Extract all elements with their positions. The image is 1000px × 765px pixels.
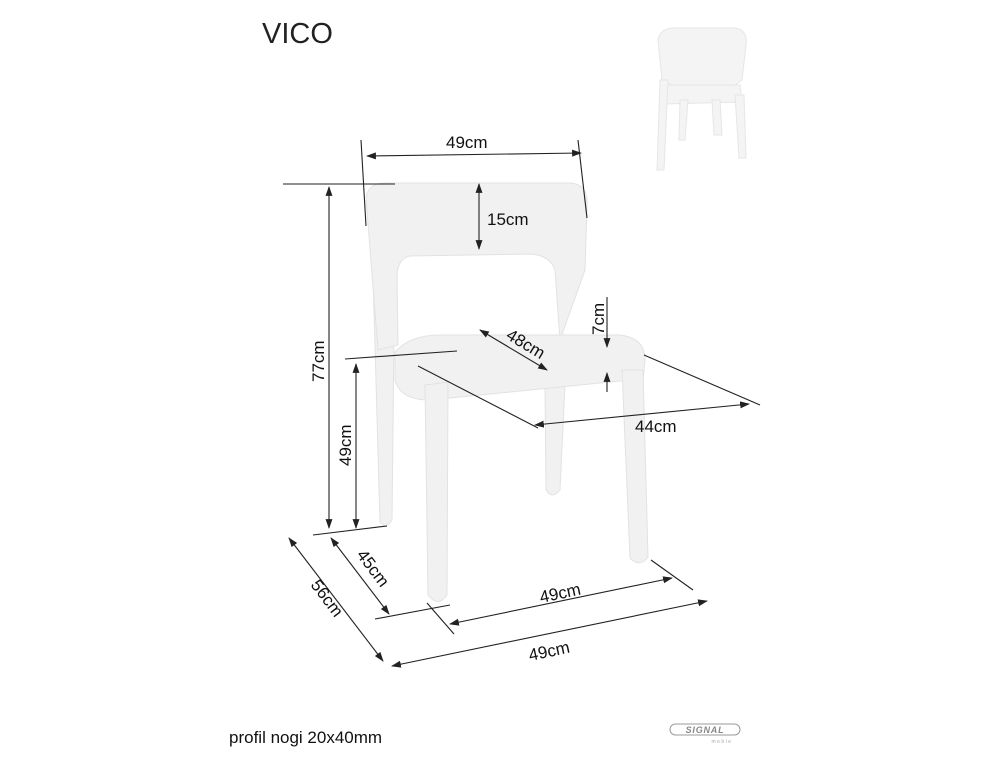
label-total-depth: 56cm xyxy=(307,576,347,621)
label-total-height: 77cm xyxy=(309,340,328,382)
label-leg-width: 49cm xyxy=(538,580,583,607)
backrest xyxy=(365,182,588,351)
label-backrest-height: 15cm xyxy=(487,210,529,229)
label-backrest-width: 49cm xyxy=(446,133,488,152)
front-leg-left xyxy=(424,381,449,602)
front-leg-right xyxy=(621,369,649,564)
backrest-width-line xyxy=(366,149,582,160)
dimension-lines xyxy=(283,139,761,668)
chair-illustration xyxy=(365,182,649,602)
label-seat-height: 49cm xyxy=(336,424,355,466)
seat-depth-line xyxy=(479,329,548,371)
product-title: VICO xyxy=(262,18,333,50)
chair-thumbnail xyxy=(656,27,747,171)
signal-logo: SIGNAL meble xyxy=(669,723,741,745)
leg-depth-line xyxy=(330,537,390,615)
svg-text:meble: meble xyxy=(711,739,732,745)
back-leg-right xyxy=(544,384,566,496)
label-seat-thickness: 7cm xyxy=(589,303,608,335)
label-leg-depth: 45cm xyxy=(353,546,393,591)
label-seat-width: 44cm xyxy=(635,417,677,436)
seat-width-line xyxy=(534,401,750,428)
label-total-width: 49cm xyxy=(527,638,572,665)
leg-profile-note: profil nogi 20x40mm xyxy=(229,728,383,747)
total-width-line xyxy=(391,599,708,668)
svg-text:SIGNAL: SIGNAL xyxy=(686,725,725,735)
